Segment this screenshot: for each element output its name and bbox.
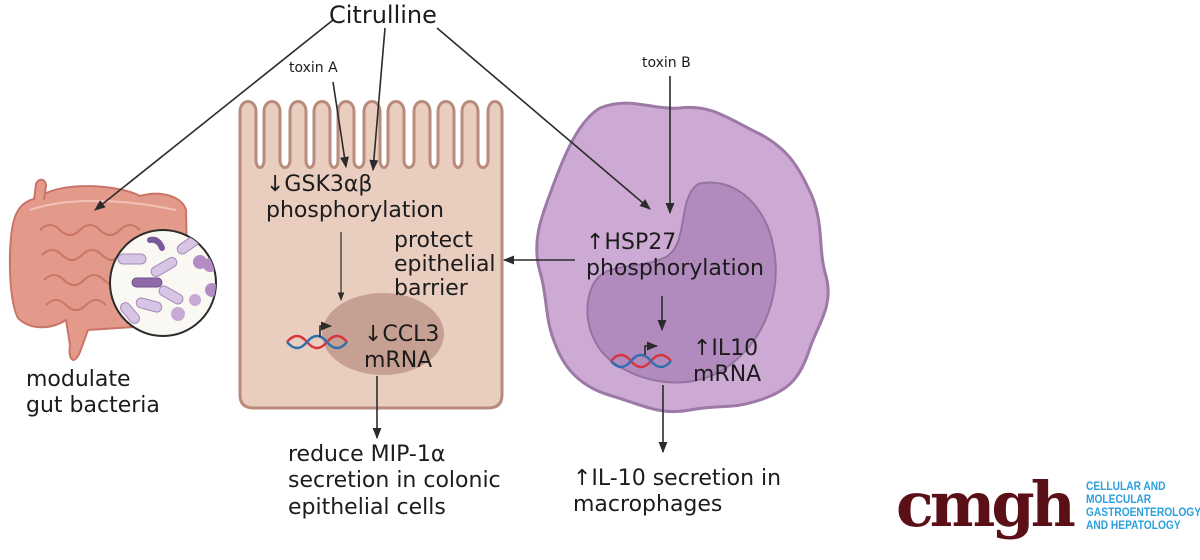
dna-icon-epithelial — [286, 321, 348, 350]
arrow-toxin-a — [332, 81, 349, 169]
cmgh-logo-mark: cmgh — [896, 468, 1076, 541]
dna-icon-macrophage — [610, 341, 672, 369]
hsp27-effect-label: ↑HSP27 phosphorylation — [586, 230, 764, 281]
il10-outcome-label: ↑IL-10 secretion in macrophages — [573, 466, 782, 518]
arrow-citrulline-to-macrophage — [436, 27, 651, 210]
gsk3-effect-label: ↓GSK3αβ phosphorylation — [266, 172, 444, 223]
macrophage-nucleus — [586, 181, 777, 384]
cmgh-logo-subtitle: CELLULAR AND MOLECULAR GASTROENTEROLOGY … — [1086, 479, 1200, 532]
bacteria-magnifier — [109, 229, 217, 337]
arrow-citrulline-to-gut — [94, 19, 334, 211]
toxin-b-label: toxin B — [642, 55, 691, 71]
il10-mrna-label: ↑IL10 mRNA — [693, 336, 762, 387]
epithelial-barrier-label: protect epithelial barrier — [394, 228, 496, 302]
toxin-a-label: toxin A — [289, 60, 338, 76]
gut-bacteria-label: modulate gut bacteria — [26, 367, 160, 418]
citrulline-title: Citrulline — [329, 1, 437, 29]
epithelial-nucleus — [322, 293, 444, 375]
mip1a-outcome-label: reduce MIP-1α secretion in colonic epith… — [288, 442, 501, 520]
ccl3-mrna-label: ↓CCL3 mRNA — [364, 322, 440, 373]
arrow-citrulline-to-epithelial — [369, 27, 386, 172]
